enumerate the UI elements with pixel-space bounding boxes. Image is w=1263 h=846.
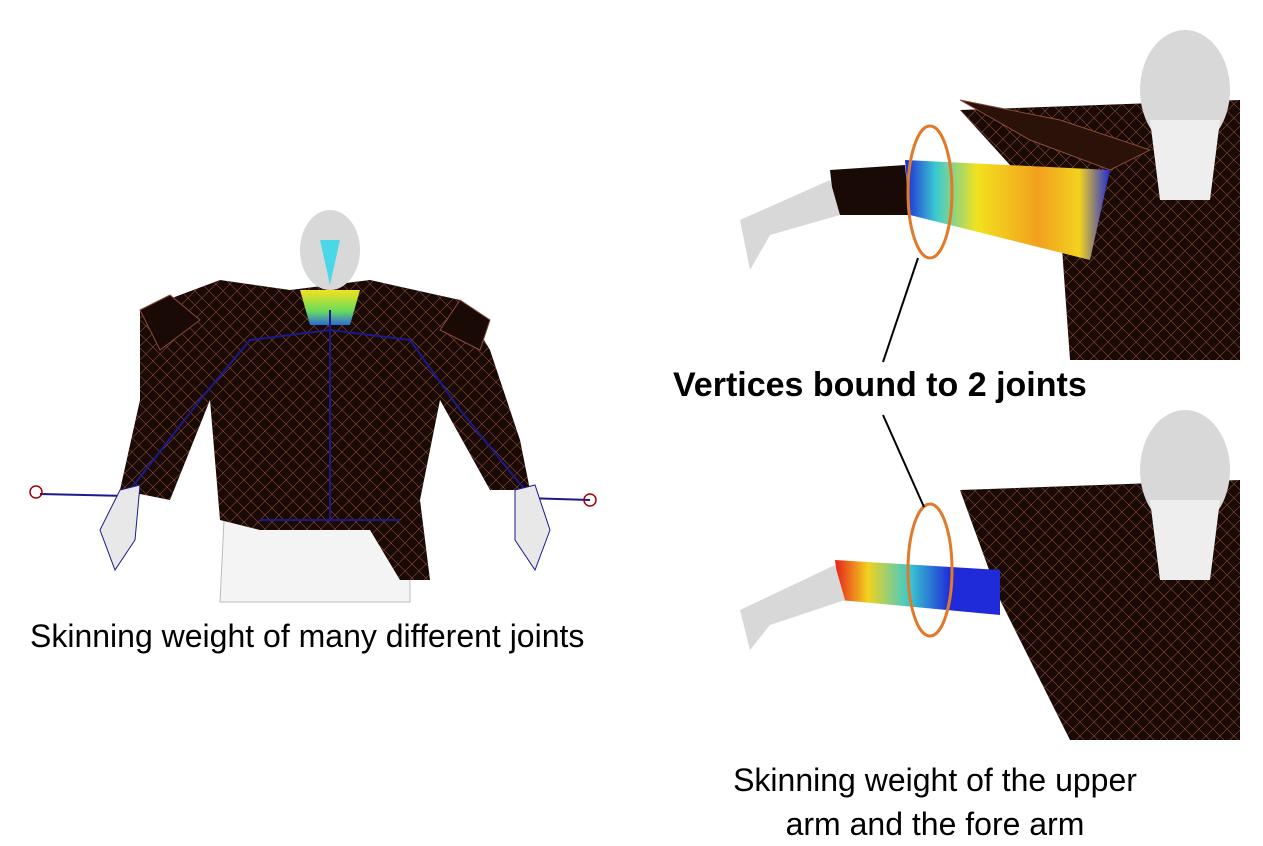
beard-bottom <box>1150 500 1220 580</box>
hand-right <box>514 484 551 572</box>
highlight-ring-top <box>906 124 954 260</box>
upper-arm-weight-top <box>905 160 1110 260</box>
cape-top <box>959 99 1152 171</box>
hand-bottom <box>740 565 845 650</box>
character-skeleton-figure <box>29 210 597 603</box>
caption-many-joints: Skinning weight of many different joints <box>30 618 585 654</box>
upper-arm-weight-figure <box>740 30 1240 360</box>
caption-upper-fore-arm: Skinning weight of the upper arm and the… <box>690 758 1180 846</box>
shoulder-feathers-right <box>439 299 491 351</box>
caption-line-2: arm and the fore arm <box>785 806 1085 842</box>
forearm-top <box>830 165 910 215</box>
highlight-ring-bottom <box>906 502 954 638</box>
neck-weight-region <box>300 290 360 325</box>
forearm-weight-bottom <box>835 560 1000 615</box>
hand-left <box>99 484 141 572</box>
forearm-weight-figure <box>740 410 1240 740</box>
callout-vertices-bound: Vertices bound to 2 joints <box>673 366 1087 404</box>
caption-line-1: Skinning weight of the upper <box>733 762 1137 798</box>
skeleton <box>39 310 591 521</box>
hand-top <box>740 180 840 270</box>
head-joint-marker <box>320 240 340 285</box>
leader-line-top <box>882 257 919 363</box>
ik-handle-right <box>583 493 597 507</box>
ik-handle-left <box>29 485 43 499</box>
shoulder-feathers-left <box>139 294 201 351</box>
leader-line-bottom <box>882 414 925 508</box>
beard-top <box>1150 120 1220 200</box>
